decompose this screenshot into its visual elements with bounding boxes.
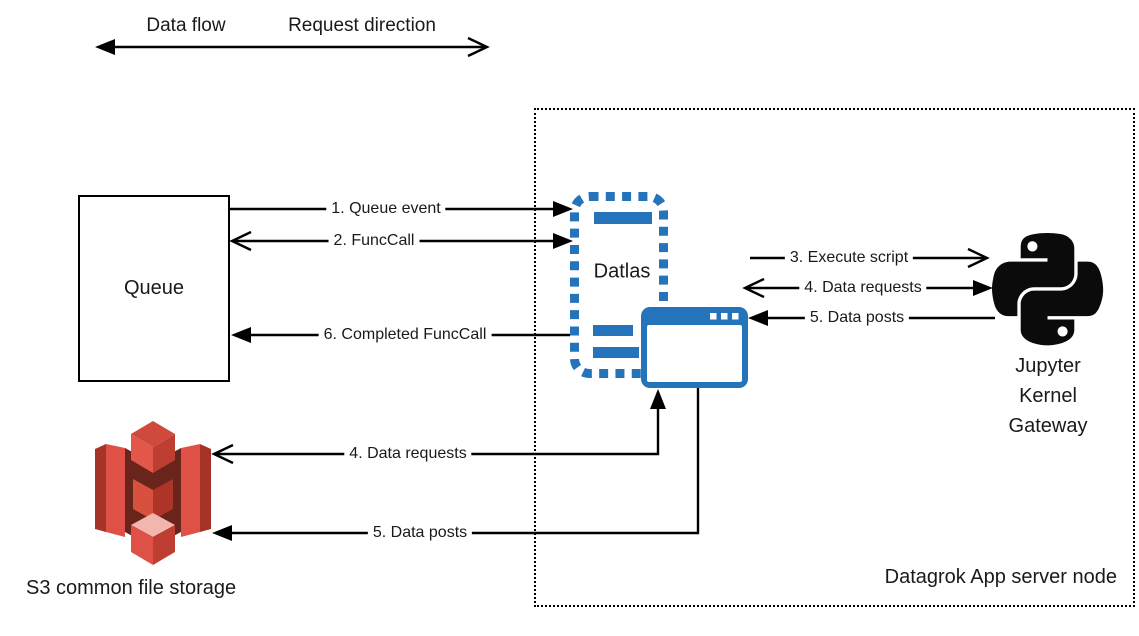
- edge-label-execute-script: 3. Execute script: [784, 248, 914, 268]
- datlas-icon: [570, 192, 668, 378]
- edge-label-funccall: 2. FuncCall: [328, 231, 420, 251]
- s3-bucket-icon: [95, 421, 211, 565]
- jkg-label-line-1: Jupyter: [1015, 355, 1081, 377]
- jupyter-kernel-gateway-label: Jupyter Kernel Gateway: [1009, 351, 1088, 441]
- jkg-label-line-3: Gateway: [1008, 415, 1088, 437]
- legend-arrow: [95, 36, 490, 58]
- edge-label-data-requests-jkg: 4. Data requests: [799, 278, 927, 298]
- edge-label-queue-event: 1. Queue event: [326, 199, 446, 219]
- app-window-icon: [641, 307, 748, 388]
- datlas-node-label: Datlas: [593, 260, 651, 283]
- legend-data-flow-label: Data flow: [146, 15, 226, 36]
- edge-label-data-requests-s3: 4. Data requests: [344, 444, 472, 464]
- legend-request-direction-label: Request direction: [288, 15, 436, 36]
- jkg-label-line-2: Kernel: [1019, 385, 1077, 407]
- edge-label-completed-funccall: 6. Completed FuncCall: [318, 325, 492, 345]
- server-node-boundary: [534, 108, 1135, 607]
- edge-label-data-posts-jkg: 5. Data posts: [804, 308, 910, 328]
- queue-node: Queue: [78, 195, 230, 382]
- edge-data-posts-s3: [212, 388, 700, 541]
- server-node-label: Datagrok App server node: [884, 566, 1117, 588]
- queue-node-label: Queue: [123, 277, 185, 299]
- python-icon: [991, 232, 1104, 346]
- s3-node-label: S3 common file storage: [26, 577, 237, 599]
- edge-label-data-posts-s3: 5. Data posts: [367, 523, 473, 543]
